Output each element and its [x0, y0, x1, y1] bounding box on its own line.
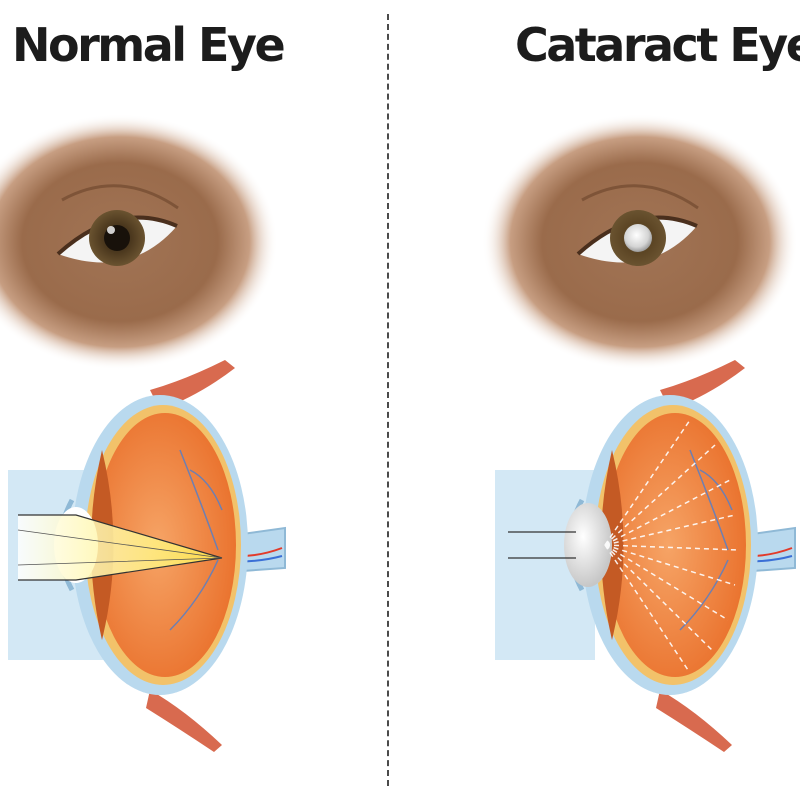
normal-eye-panel: Normal Eye	[0, 18, 286, 752]
cataract-eye-external-icon	[482, 114, 798, 370]
normal-eye-title: Normal Eye	[12, 18, 286, 72]
normal-eye-cross-section-icon	[8, 360, 286, 752]
panel-divider	[387, 14, 389, 786]
normal-eye-external-icon	[0, 114, 278, 370]
cataract-eye-title: Cataract Eye	[515, 18, 800, 72]
cataract-eye-panel: Cataract Eye	[400, 0, 800, 800]
cataract-eye-cross-section-icon	[495, 360, 796, 752]
